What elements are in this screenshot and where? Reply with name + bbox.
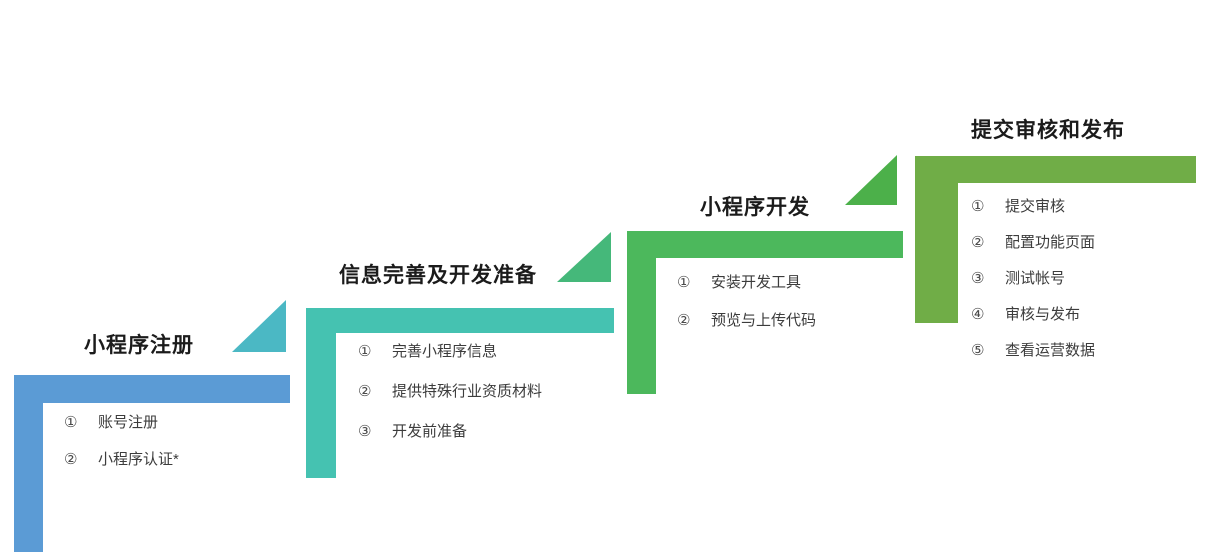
- step-4-title: 提交审核和发布: [971, 119, 1125, 142]
- list-marker: ②: [677, 312, 691, 329]
- list-item: ① 账号注册: [64, 415, 179, 430]
- step-1-bracket-side: [14, 403, 43, 552]
- list-marker: ①: [358, 343, 372, 360]
- list-item: ② 提供特殊行业资质材料: [358, 384, 542, 399]
- step-2-bracket-top: [306, 308, 614, 333]
- step-2-item-list: ① 完善小程序信息 ② 提供特殊行业资质材料 ③ 开发前准备: [358, 344, 542, 464]
- list-item-label: 预览与上传代码: [711, 312, 817, 329]
- list-item-label: 开发前准备: [392, 423, 468, 440]
- list-item: ③ 测试帐号: [971, 271, 1095, 286]
- list-item: ② 小程序认证*: [64, 452, 179, 467]
- list-marker: ③: [358, 423, 372, 440]
- step-2-title: 信息完善及开发准备: [339, 264, 537, 287]
- step-4-bracket-side: [915, 183, 958, 323]
- step-4-item-list: ① 提交审核 ② 配置功能页面 ③ 测试帐号 ④ 审核与发布 ⑤ 查看运营数据: [971, 199, 1095, 379]
- list-item: ② 预览与上传代码: [677, 313, 816, 328]
- step-3-bracket-top: [627, 231, 903, 258]
- step-3-item-list: ① 安装开发工具 ② 预览与上传代码: [677, 275, 816, 351]
- step-2-bracket-side: [306, 333, 336, 478]
- list-item-label: 完善小程序信息: [392, 343, 498, 360]
- list-item: ② 配置功能页面: [971, 235, 1095, 250]
- list-item-label: 小程序认证*: [98, 451, 179, 468]
- list-marker: ⑤: [971, 342, 985, 359]
- list-marker: ②: [971, 234, 985, 251]
- list-item-label: 配置功能页面: [1005, 234, 1096, 251]
- list-item-label: 提供特殊行业资质材料: [392, 383, 543, 400]
- connector-triangle-2: [557, 232, 611, 282]
- list-marker: ①: [64, 414, 78, 431]
- step-1-bracket-top: [14, 375, 290, 403]
- step-3-bracket-side: [627, 258, 656, 394]
- step-1-item-list: ① 账号注册 ② 小程序认证*: [64, 415, 179, 489]
- list-item-label: 安装开发工具: [711, 274, 802, 291]
- list-item: ① 完善小程序信息: [358, 344, 542, 359]
- list-item-label: 提交审核: [1005, 198, 1066, 215]
- list-item-label: 测试帐号: [1005, 270, 1066, 287]
- list-item: ③ 开发前准备: [358, 424, 542, 439]
- list-item-label: 审核与发布: [1005, 306, 1081, 323]
- step-4-bracket-top: [915, 156, 1196, 183]
- list-marker: ①: [677, 274, 691, 291]
- connector-triangle-1: [232, 300, 286, 352]
- step-3-title: 小程序开发: [700, 196, 810, 219]
- list-marker: ②: [358, 383, 372, 400]
- list-marker: ③: [971, 270, 985, 287]
- step-1-title: 小程序注册: [84, 334, 194, 357]
- list-item: ⑤ 查看运营数据: [971, 343, 1095, 358]
- connector-triangle-3: [845, 155, 897, 205]
- list-item-label: 账号注册: [98, 414, 159, 431]
- list-item-label: 查看运营数据: [1005, 342, 1096, 359]
- list-item: ① 安装开发工具: [677, 275, 816, 290]
- list-marker: ②: [64, 451, 78, 468]
- list-item: ④ 审核与发布: [971, 307, 1095, 322]
- list-marker: ④: [971, 306, 985, 323]
- list-marker: ①: [971, 198, 985, 215]
- list-item: ① 提交审核: [971, 199, 1095, 214]
